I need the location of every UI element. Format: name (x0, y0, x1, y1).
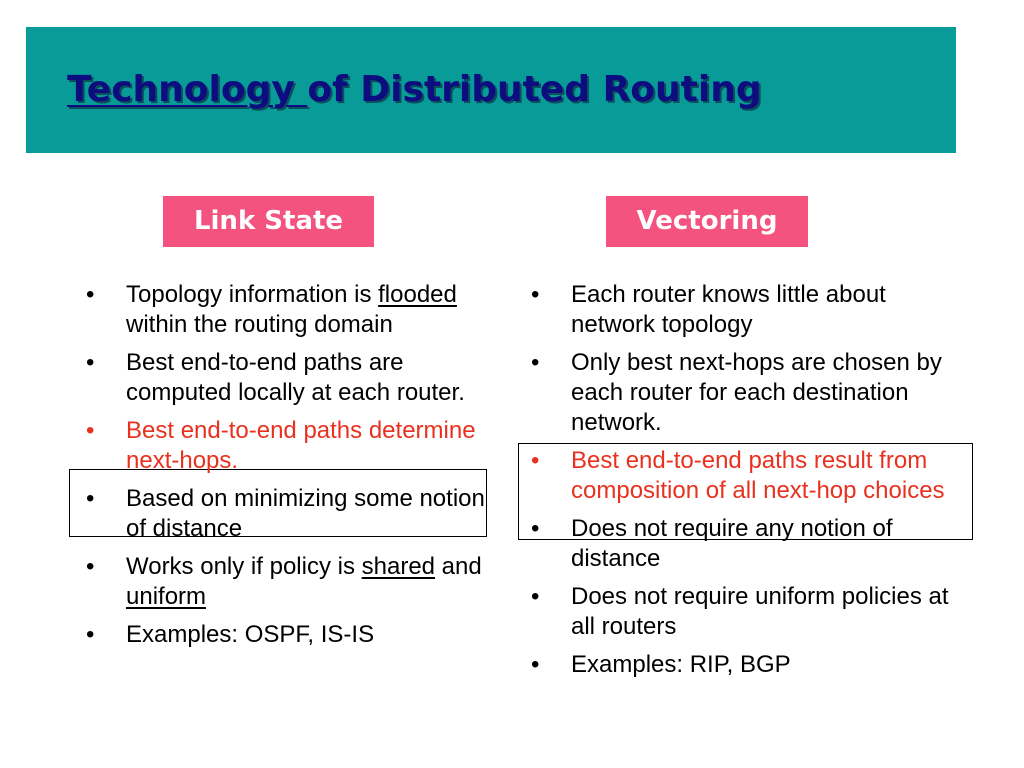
list-item: • Best end-to-end paths determine next-ho… (80, 416, 505, 476)
bullet-icon: • (531, 583, 540, 610)
bullet-icon: • (531, 281, 540, 308)
bullet-icon: • (531, 651, 540, 678)
list-item: • Does not require any notion of distance (525, 514, 955, 574)
item-text: and (435, 553, 482, 580)
title-banner (26, 27, 956, 153)
item-text: Best end-to-end paths result from compos… (571, 447, 945, 504)
item-underlined-text: uniform (126, 583, 207, 610)
title-underlined-word: Technology (67, 69, 308, 110)
list-item: • Works only if policy is shared and unif… (80, 552, 505, 612)
title-rest: of Distributed Routing (307, 69, 762, 110)
list-item: • Topology information is flooded within … (80, 280, 505, 340)
list-item: • Best end-to-end paths are computed loca… (80, 348, 505, 408)
list-item: • Based on minimizing some notion of dist… (80, 484, 505, 544)
bullet-icon: • (86, 281, 95, 308)
link-state-header: Link State (163, 196, 374, 247)
list-item: • Best end-to-end paths result from compo… (525, 446, 955, 506)
bullet-icon: • (86, 485, 95, 512)
list-item: • Each router knows little about network … (525, 280, 955, 340)
bullet-icon: • (86, 621, 95, 648)
item-text: Best end-to-end paths are computed local… (126, 349, 465, 406)
item-text: within the routing domain (126, 311, 393, 338)
bullet-icon: • (86, 417, 95, 444)
bullet-icon: • (86, 349, 95, 376)
item-underlined-text: shared (361, 553, 436, 580)
right-highlight-box (518, 443, 973, 540)
item-text: Best end-to-end paths determine next-hop… (126, 417, 476, 474)
bullet-icon: • (531, 447, 540, 474)
vectoring-list: • Each router knows little about network … (525, 280, 955, 688)
item-text: Does not require any notion of distance (571, 515, 893, 572)
list-item: • Examples: RIP, BGP (525, 650, 955, 680)
item-text: Each router knows little about network t… (571, 281, 886, 338)
item-text: Only best next-hops are chosen by each r… (571, 349, 942, 436)
left-highlight-box (69, 469, 487, 537)
bullet-icon: • (531, 349, 540, 376)
list-item: • Does not require uniform policies at al… (525, 582, 955, 642)
item-text: Examples: RIP, BGP (571, 651, 791, 678)
bullet-icon: • (531, 515, 540, 542)
link-state-list: • Topology information is flooded within … (80, 280, 505, 658)
slide-title: Technology of Distributed Routing (67, 66, 762, 114)
list-item: • Only best next-hops are chosen by each … (525, 348, 955, 438)
item-text: Topology information is (126, 281, 379, 308)
item-text: Examples: OSPF, IS-IS (126, 621, 375, 648)
item-text: Works only if policy is (126, 553, 362, 580)
item-text: Does not require uniform policies at all… (571, 583, 949, 640)
item-text: Based on minimizing some notion of dista… (126, 485, 485, 542)
list-item: • Examples: OSPF, IS-IS (80, 620, 505, 650)
vectoring-header: Vectoring (606, 196, 808, 247)
item-underlined-text: flooded (378, 281, 457, 308)
bullet-icon: • (86, 553, 95, 580)
